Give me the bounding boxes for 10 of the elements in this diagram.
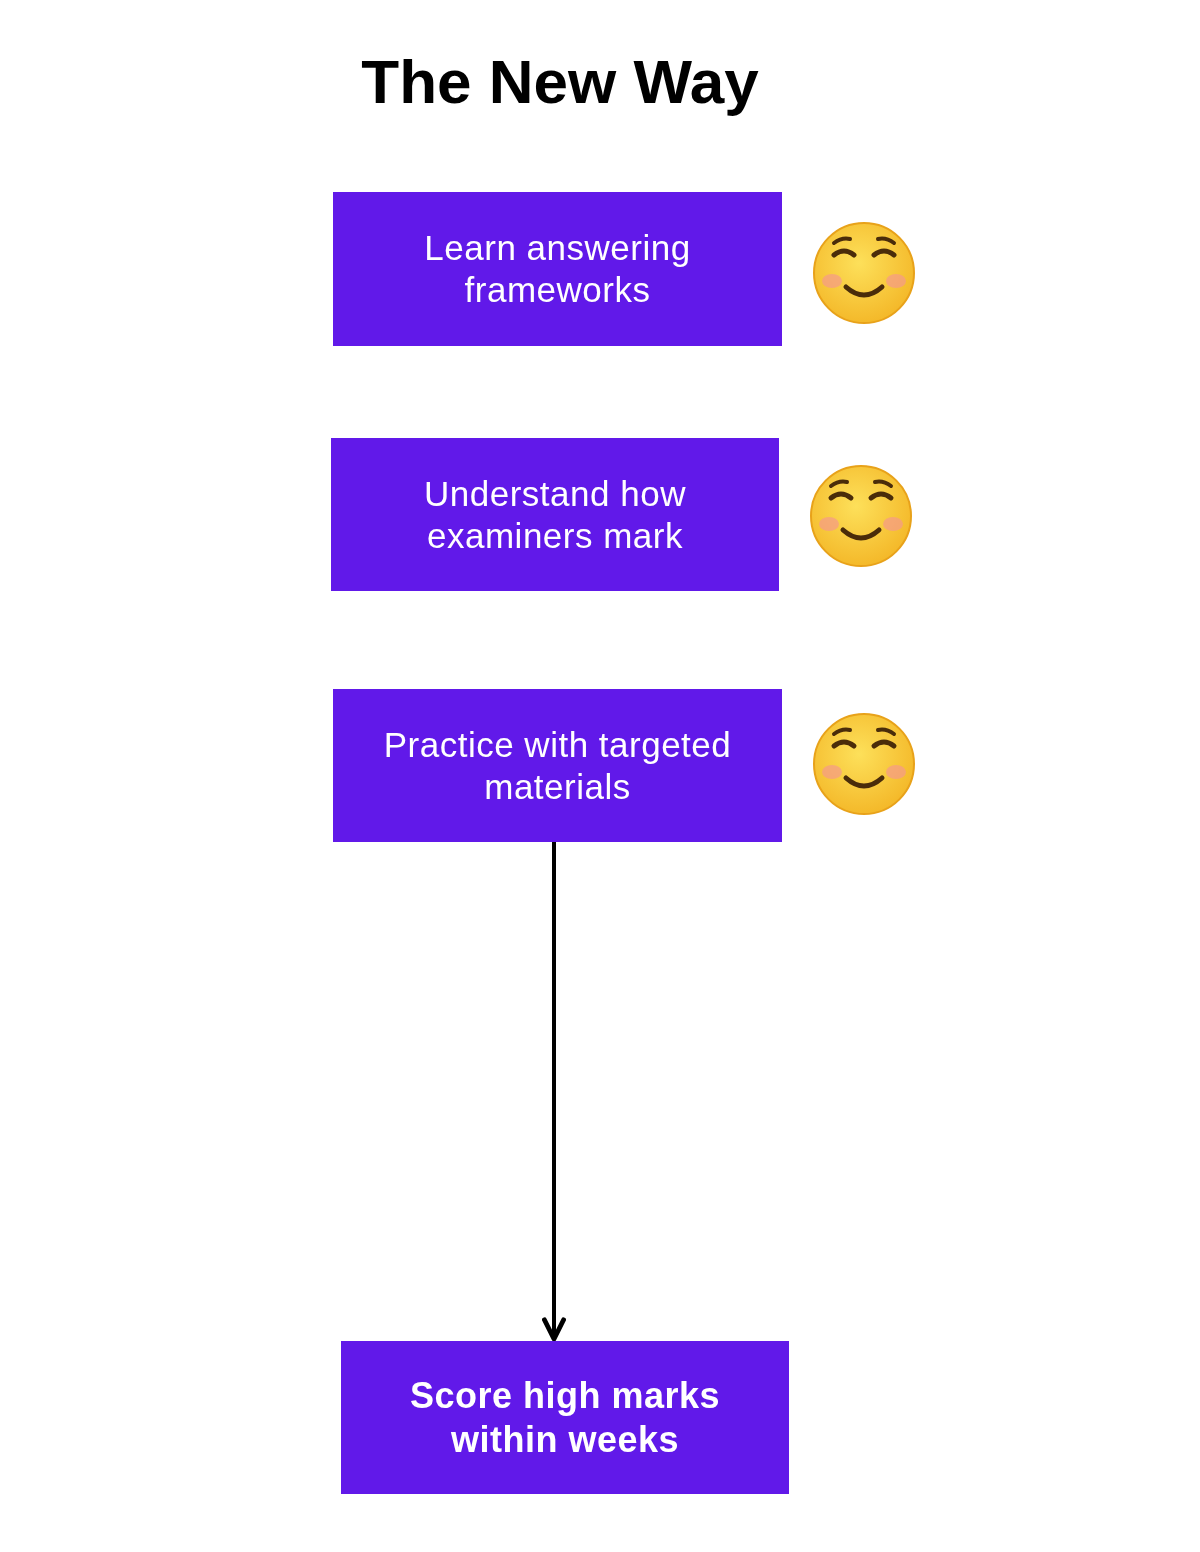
arrow <box>542 842 566 1342</box>
process-box <box>341 1341 789 1494</box>
box-label: Practice with targeted materials <box>382 723 733 808</box>
box-label: Score high marks within weeks <box>408 1374 722 1461</box>
box-label: Learn answering frameworks <box>423 227 692 311</box>
box-label: Understand how examiners mark <box>423 472 687 557</box>
process-box <box>333 192 782 346</box>
process-box <box>331 438 779 591</box>
process-box <box>333 689 782 842</box>
title: The New Way <box>360 48 760 117</box>
